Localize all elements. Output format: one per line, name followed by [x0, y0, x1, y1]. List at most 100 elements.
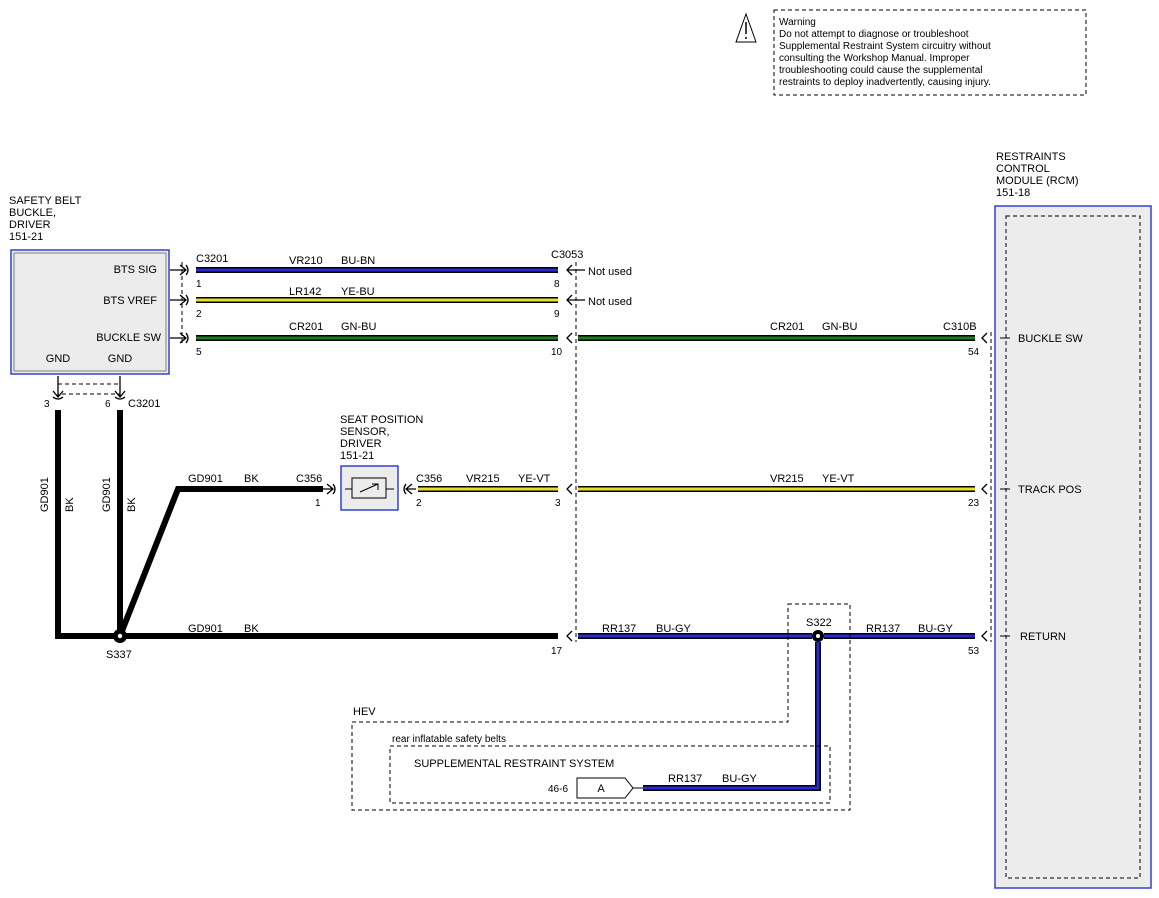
- wire-circuit-label: GD901: [101, 477, 113, 512]
- c3201-ground-terminals: [52, 376, 126, 400]
- warning-note: Warning Do not attempt to diagnose or tr…: [735, 9, 1087, 96]
- pin-number: 9: [554, 309, 560, 320]
- connector-label-c356: C356: [296, 473, 322, 485]
- wire-color-label: YE-VT: [518, 473, 551, 485]
- warning-line: troubleshooting could cause the suppleme…: [779, 65, 982, 76]
- sensor-title-line: SEAT POSITION: [340, 414, 423, 426]
- seat-position-sensor-component: SEAT POSITION SENSOR, DRIVER 151-21: [340, 414, 423, 511]
- rcm-pin-label-buckle-sw: BUCKLE SW: [1018, 333, 1083, 345]
- wire-circuit-label: VR210: [289, 255, 323, 267]
- warning-title: Warning: [779, 17, 816, 28]
- pin-number: 17: [551, 646, 563, 657]
- wire-circuit-label: CR201: [770, 321, 804, 333]
- pin-label-bts-vref: BTS VREF: [103, 295, 157, 307]
- pin-number: 1: [315, 498, 321, 509]
- splice-label-s322: S322: [806, 617, 832, 629]
- wire-color-label: BU-BN: [341, 255, 375, 267]
- wire-color-label: BK: [64, 497, 76, 512]
- pin-number: 5: [196, 347, 202, 358]
- buckle-title-line: BUCKLE,: [9, 207, 56, 219]
- wire-color-label: YE-VT: [822, 473, 855, 485]
- wire-color-label: BU-GY: [722, 773, 758, 785]
- rcm-component-box: [994, 205, 1152, 889]
- wire-rr137-srs: [643, 642, 821, 791]
- wire-color-label: BK: [126, 497, 138, 512]
- rcm-title-line: CONTROL: [996, 163, 1050, 175]
- srs-label: SUPPLEMENTAL RESTRAINT SYSTEM: [414, 758, 614, 770]
- wire-color-label: BK: [244, 623, 259, 635]
- wire-color-label: GN-BU: [822, 321, 858, 333]
- rcm-component: RESTRAINTS CONTROL MODULE (RCM) 151-18 B…: [994, 151, 1152, 889]
- buckle-title-line: SAFETY BELT: [9, 195, 82, 207]
- pin-number: 54: [968, 347, 980, 358]
- hev-option-outline: [351, 603, 851, 811]
- pin-number: 2: [416, 498, 422, 509]
- wire-circuit-label: RR137: [668, 773, 702, 785]
- hev-label: HEV: [353, 706, 376, 718]
- buckle-component-box: [10, 249, 170, 375]
- pin-label-bts-sig: BTS SIG: [114, 264, 157, 276]
- wire-color-label: YE-BU: [341, 286, 375, 298]
- srs-connector-flag: A: [576, 777, 643, 799]
- pin-number: 3: [555, 498, 561, 509]
- rcm-title-line: 151-18: [996, 187, 1030, 199]
- connector-label-c3201-ground: C3201: [128, 398, 160, 410]
- warning-box: [773, 9, 1087, 96]
- wire-color-label: BU-GY: [656, 623, 692, 635]
- connector-label-c310b: C310B: [943, 321, 977, 333]
- c356-terminals: [323, 483, 416, 495]
- wire-circuit-label: RR137: [866, 623, 900, 635]
- srs-connector-label: A: [597, 783, 605, 795]
- sensor-title-line: SENSOR,: [340, 426, 390, 438]
- wire-color-label: GN-BU: [341, 321, 377, 333]
- buckle-title-line: 151-21: [9, 231, 43, 243]
- pin-label-buckle-sw: BUCKLE SW: [96, 332, 161, 344]
- not-used-note: Not used: [588, 296, 632, 308]
- rcm-pin-label-return: RETURN: [1020, 631, 1066, 643]
- pin-label-gnd: GND: [46, 353, 71, 365]
- wire-color-label: BU-GY: [918, 623, 954, 635]
- warning-icon: [735, 12, 757, 43]
- pin-number: 8: [554, 279, 560, 290]
- wire-gd901-ground: [55, 410, 558, 639]
- not-used-note: Not used: [588, 266, 632, 278]
- rcm-title-line: RESTRAINTS: [996, 151, 1066, 163]
- pin-number: 3: [44, 399, 50, 410]
- connector-label-c3201: C3201: [196, 253, 228, 265]
- c3201-ground-outline: [57, 383, 121, 395]
- pin-number: 53: [968, 646, 980, 657]
- rcm-title-line: MODULE (RCM): [996, 175, 1079, 187]
- wire-circuit-label: VR215: [466, 473, 500, 485]
- pin-label-gnd: GND: [108, 353, 133, 365]
- wire-circuit-label: VR215: [770, 473, 804, 485]
- wire-circuit-label: RR137: [602, 623, 636, 635]
- pin-number: 6: [105, 399, 111, 410]
- connector-label-c3053: C3053: [551, 249, 583, 261]
- wire-circuit-label: GD901: [188, 623, 223, 635]
- warning-line: consulting the Workshop Manual. Improper: [779, 53, 970, 64]
- wire-circuit-label: GD901: [39, 477, 51, 512]
- splice-label-s337: S337: [106, 649, 132, 661]
- warning-line: Supplemental Restraint System circuitry …: [779, 41, 991, 52]
- buckle-title-line: DRIVER: [9, 219, 51, 231]
- wire-circuit-label: GD901: [188, 473, 223, 485]
- warning-line: restraints to deploy inadvertently, caus…: [779, 77, 991, 88]
- c310b-terminals: [981, 332, 988, 642]
- c3053-terminals: [566, 264, 585, 642]
- rcm-pin-label-track-pos: TRACK POS: [1018, 484, 1082, 496]
- warning-line: Do not attempt to diagnose or troublesho…: [779, 29, 969, 40]
- wire-circuit-label: CR201: [289, 321, 323, 333]
- pin-number: 10: [551, 347, 563, 358]
- splice-s322: [812, 630, 824, 642]
- c3201-terminals: [170, 264, 189, 344]
- wire-circuit-label: LR142: [289, 286, 321, 298]
- sensor-title-line: DRIVER: [340, 438, 382, 450]
- safety-belt-buckle-component: SAFETY BELT BUCKLE, DRIVER 151-21 BTS SI…: [9, 195, 170, 375]
- connector-label-c356: C356: [416, 473, 442, 485]
- wire-color-label: BK: [244, 473, 259, 485]
- rear-belts-label: rear inflatable safety belts: [392, 734, 506, 745]
- pin-number: 1: [196, 279, 202, 290]
- sensor-title-line: 151-21: [340, 450, 374, 462]
- pin-number: 23: [968, 498, 980, 509]
